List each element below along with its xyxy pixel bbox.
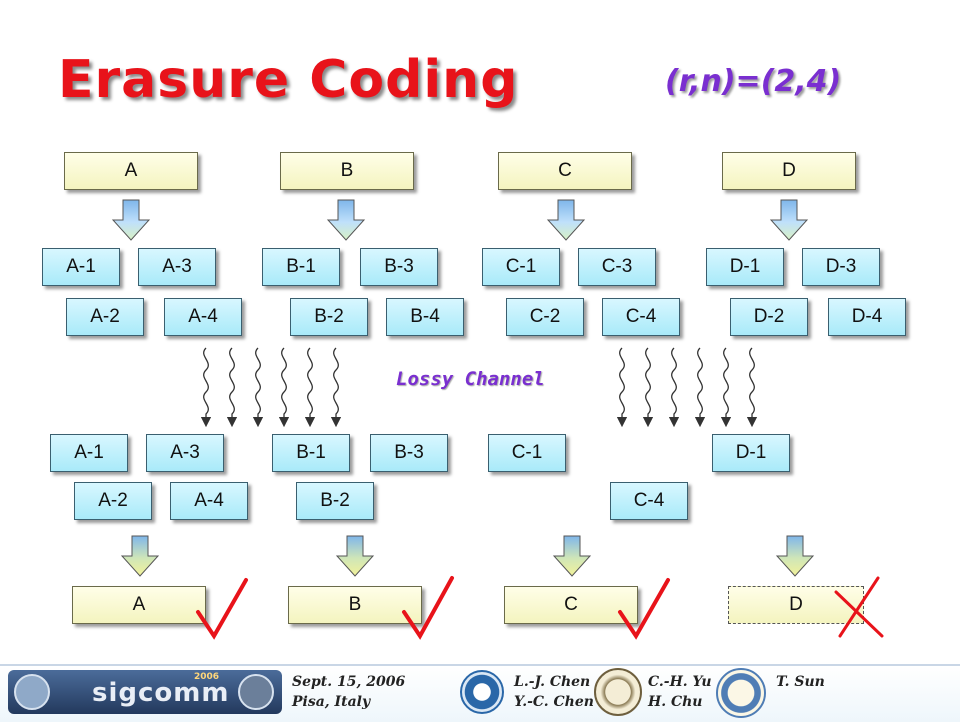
footer-date: Sept. 15, 2006 [292, 674, 406, 690]
encoded-d-3: D-3 [802, 248, 880, 286]
received-b-2: B-2 [296, 482, 374, 520]
received-c-4: C-4 [610, 482, 688, 520]
received-a-3: A-3 [146, 434, 224, 472]
decode-arrow-b [335, 535, 375, 577]
encoded-a-3: A-3 [138, 248, 216, 286]
slide-title: Erasure Coding [58, 50, 519, 110]
encoded-c-1: C-1 [482, 248, 560, 286]
lossy-channel-label: Lossy Channel [396, 368, 545, 390]
decoded-block-c: C [504, 586, 638, 624]
received-d-1: D-1 [712, 434, 790, 472]
received-b-1: B-1 [272, 434, 350, 472]
channel-wave-right-group [616, 347, 758, 428]
footer-author-ch-yu: C.-H. Yu [648, 674, 712, 690]
encoded-a-1: A-1 [42, 248, 120, 286]
code-parameters: (r,n)=(2,4) [665, 64, 842, 99]
received-a-4: A-4 [170, 482, 248, 520]
received-b-3: B-3 [370, 434, 448, 472]
encode-arrow-d [769, 199, 809, 241]
footer-author-h-chu: H. Chu [648, 694, 703, 710]
channel-wave-left-group [200, 347, 342, 428]
source-block-b: B [280, 152, 414, 190]
source-block-d: D [722, 152, 856, 190]
encoded-c-2: C-2 [506, 298, 584, 336]
encode-arrow-b [326, 199, 366, 241]
received-a-2: A-2 [74, 482, 152, 520]
source-block-c: C [498, 152, 632, 190]
logo-year: 2006 [194, 672, 220, 682]
encoded-c-3: C-3 [578, 248, 656, 286]
decoded-block-b: B [288, 586, 422, 624]
cross-mark-icon-d [834, 576, 884, 638]
sigcomm-logo: sigcomm 2006 [8, 670, 282, 714]
source-block-a: A [64, 152, 198, 190]
university-seal-icon-2 [594, 668, 642, 716]
encoded-d-4: D-4 [828, 298, 906, 336]
logo-wordmark: sigcomm [92, 678, 230, 708]
encoded-a-2: A-2 [66, 298, 144, 336]
encoded-b-4: B-4 [386, 298, 464, 336]
university-seal-icon-1 [460, 670, 504, 714]
footer-author-t-sun: T. Sun [776, 674, 825, 690]
encoded-d-2: D-2 [730, 298, 808, 336]
footer-author-yc-chen: Y.-C. Chen [514, 694, 594, 710]
conference-badge-icon [238, 674, 274, 710]
check-mark-icon-c [618, 578, 670, 640]
decoded-block-d: D [728, 586, 864, 624]
decode-arrow-a [120, 535, 160, 577]
check-mark-icon-b [402, 576, 454, 640]
encoded-a-4: A-4 [164, 298, 242, 336]
decode-arrow-c [552, 535, 592, 577]
footer-author-lj-chen: L.-J. Chen [514, 674, 591, 690]
encoded-d-1: D-1 [706, 248, 784, 286]
encoded-b-3: B-3 [360, 248, 438, 286]
received-c-1: C-1 [488, 434, 566, 472]
acm-badge-icon [14, 674, 50, 710]
received-a-1: A-1 [50, 434, 128, 472]
encoded-c-4: C-4 [602, 298, 680, 336]
encode-arrow-c [546, 199, 586, 241]
university-seal-icon-3 [716, 668, 766, 718]
footer-place: Pisa, Italy [292, 694, 371, 710]
decoded-block-a: A [72, 586, 206, 624]
check-mark-icon-a [196, 578, 248, 640]
encoded-b-1: B-1 [262, 248, 340, 286]
encoded-b-2: B-2 [290, 298, 368, 336]
decode-arrow-d [775, 535, 815, 577]
encode-arrow-a [111, 199, 151, 241]
